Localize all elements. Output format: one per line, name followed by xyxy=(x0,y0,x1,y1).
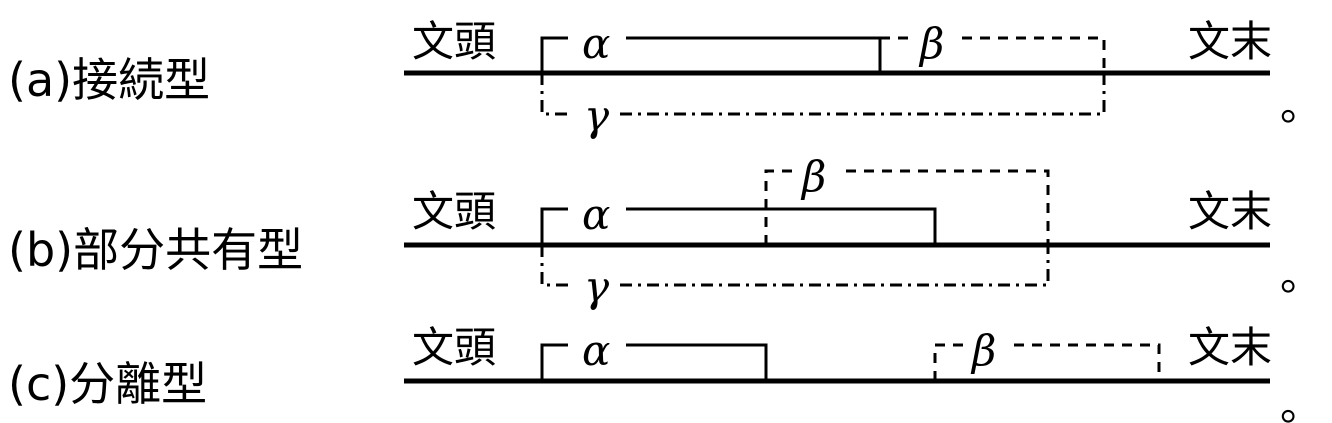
beta-label: β xyxy=(918,19,944,68)
type-b: (b)部分共有型 文頭 文末 。 α β γ xyxy=(8,152,1322,311)
type-a: (a)接続型 文頭 文末 。 α β γ xyxy=(8,17,1322,140)
sentence-end-label: 文末 xyxy=(1188,323,1272,372)
sentence-start-label: 文頭 xyxy=(412,187,496,236)
period-mark: 。 xyxy=(1280,381,1322,423)
gamma-bracket xyxy=(540,245,1050,287)
sentence-start-label: 文頭 xyxy=(412,17,496,66)
gamma-label: γ xyxy=(584,262,610,311)
sentence-end-label: 文末 xyxy=(1188,187,1272,236)
alpha-label: α xyxy=(582,190,610,239)
type-label: (b)部分共有型 xyxy=(8,223,303,277)
beta-label: β xyxy=(800,152,826,201)
gamma-label: γ xyxy=(584,91,610,140)
period-mark: 。 xyxy=(1280,81,1322,130)
period-mark: 。 xyxy=(1280,251,1322,300)
type-c: (c)分離型 文頭 文末 。 α β xyxy=(8,323,1322,423)
alpha-bracket xyxy=(540,343,768,381)
gamma-bracket xyxy=(540,73,1106,116)
alpha-label: α xyxy=(582,19,610,68)
beta-bracket xyxy=(933,343,1161,381)
type-label: (a)接続型 xyxy=(8,53,210,107)
alpha-bracket xyxy=(540,207,937,245)
type-label: (c)分離型 xyxy=(8,357,207,411)
beta-bracket xyxy=(880,36,1106,73)
beta-bracket xyxy=(764,169,1050,245)
alpha-label: α xyxy=(582,326,610,375)
sentence-end-label: 文末 xyxy=(1188,17,1272,66)
beta-label: β xyxy=(970,326,996,375)
sentence-start-label: 文頭 xyxy=(412,323,496,372)
